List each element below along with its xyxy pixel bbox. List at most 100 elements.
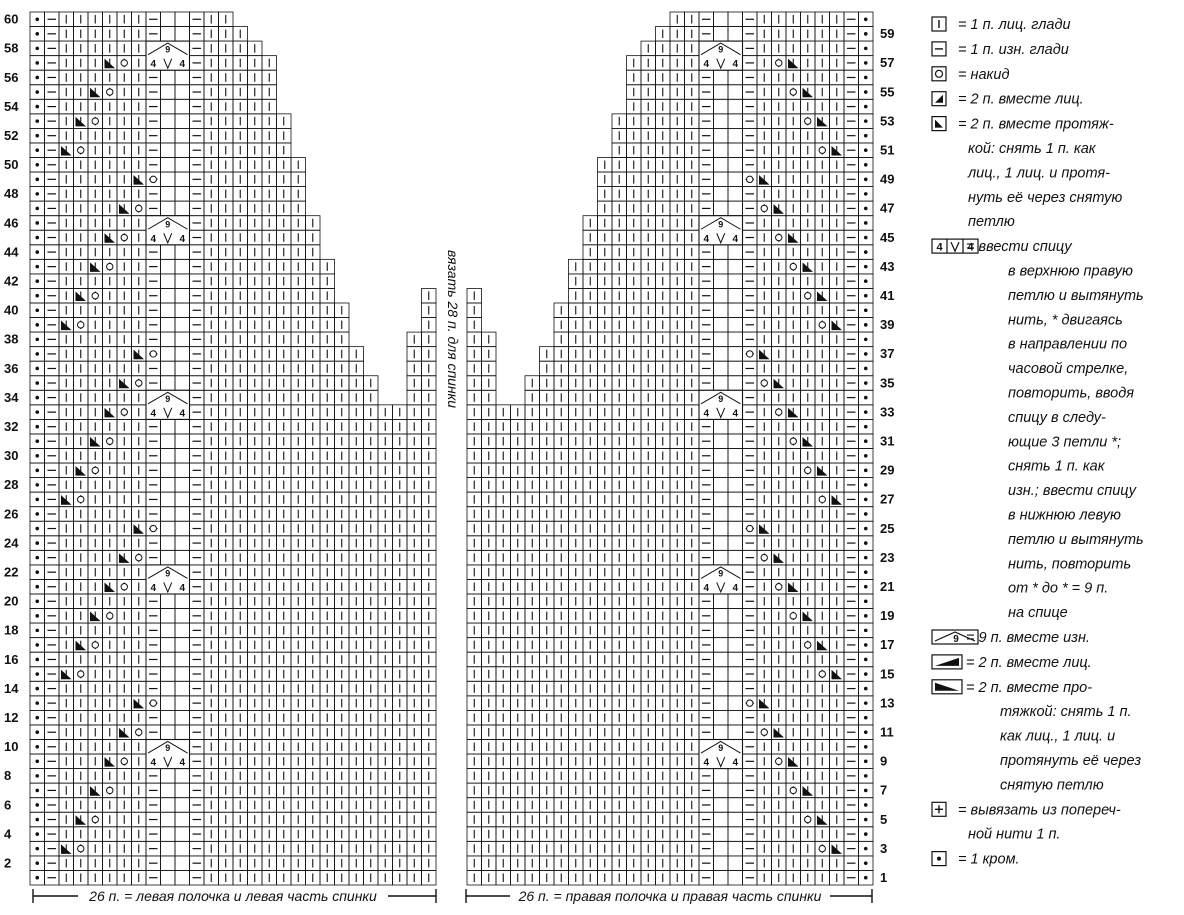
row-number-left: 52 (4, 128, 18, 143)
legend-text: в верхнюю правую (1008, 264, 1133, 280)
row-number-left: 26 (4, 506, 18, 521)
svg-text:4: 4 (179, 583, 185, 594)
row-number-left: 28 (4, 477, 18, 492)
row-numbers-left: 6058565452504846444240383634323028262422… (4, 12, 19, 871)
m1-icon (931, 801, 947, 817)
row-number-right: 47 (880, 201, 894, 216)
legend-text: кой: снять 1 п. как (968, 141, 1097, 157)
row-number-right: 21 (880, 579, 894, 594)
legend-item-knit: = 1 п. лиц. глади (931, 16, 1071, 33)
row-number-left: 46 (4, 215, 18, 230)
row-number-right: 3 (880, 841, 887, 856)
p9tog-icon: 9 (931, 629, 979, 645)
legend-item-ssk-wide: = 2 п. вместе про-тяжкой: снять 1 п.как … (931, 679, 1141, 793)
svg-text:4: 4 (150, 59, 156, 70)
legend-text: = 9 п. вместе изн. (966, 630, 1090, 646)
row-number-left: 14 (4, 681, 19, 696)
legend-item-ssk: = 2 п. вместе протяж-кой: снять 1 п. как… (931, 115, 1122, 230)
k2tog-wide-icon (931, 654, 963, 670)
legend-text: = ввести спицу (966, 239, 1072, 255)
row-number-right: 57 (880, 55, 894, 70)
row-number-right: 1 (880, 870, 887, 885)
svg-text:4: 4 (179, 234, 185, 245)
legend-text: изн.; ввести спицу (1008, 483, 1137, 499)
svg-text:9: 9 (165, 394, 170, 404)
legend-text: = 2 п. вместе протяж- (958, 117, 1114, 133)
row-number-left: 58 (4, 41, 18, 56)
legend-text: повторить, вводя (1008, 386, 1134, 402)
svg-text:9: 9 (165, 568, 170, 578)
row-number-left: 22 (4, 564, 18, 579)
svg-text:9: 9 (165, 219, 170, 229)
legend-text: на спице (1008, 605, 1068, 621)
row-number-right: 33 (880, 404, 894, 419)
row-number-right: 59 (880, 26, 894, 41)
bottom-caption-right: 26 п. = правая полочка и правая часть сп… (518, 888, 822, 904)
row-number-left: 20 (4, 594, 18, 609)
legend-text: снять 1 п. как (1008, 459, 1106, 475)
legend-text: = 1 п. лиц. глади (958, 17, 1071, 33)
legend-text: протянуть её через (1000, 753, 1141, 769)
row-number-right: 41 (880, 288, 894, 303)
row-number-left: 4 (4, 826, 12, 841)
row-number-left: 34 (4, 390, 19, 405)
legend-text: петлю и вытянуть (1008, 288, 1144, 304)
row-number-left: 2 (4, 855, 11, 870)
legend-text: = 2 п. вместе про- (966, 680, 1092, 696)
knit-icon (931, 16, 947, 32)
row-numbers-right: 5957555351494745434139373533312927252321… (880, 26, 894, 885)
row-number-right: 43 (880, 259, 894, 274)
legend-item-yo: = накид (931, 66, 1009, 83)
row-number-left: 42 (4, 273, 18, 288)
row-number-left: 48 (4, 186, 18, 201)
legend-text: часовой стрелке, (1008, 361, 1128, 377)
row-number-right: 11 (880, 725, 894, 740)
legend-text: в нижнюю левую (1008, 508, 1121, 524)
row-number-left: 44 (4, 244, 19, 259)
legend-item-m1: = вывязать из попереч-ной нити 1 п. (931, 801, 1121, 843)
k2tog-icon (931, 91, 947, 107)
row-number-left: 24 (4, 535, 19, 550)
row-number-right: 53 (880, 113, 894, 128)
svg-text:4: 4 (179, 59, 185, 70)
legend-text: ной нити 1 п. (968, 827, 1060, 843)
bottom-caption-left: 26 п. = левая полочка и левая часть спин… (88, 888, 377, 904)
row-number-right: 51 (880, 143, 894, 158)
row-number-left: 50 (4, 157, 18, 172)
svg-text:4: 4 (150, 758, 156, 769)
legend-text: в направлении по (1008, 337, 1127, 353)
legend-text: петлю (968, 214, 1015, 230)
row-number-left: 60 (4, 12, 18, 27)
legend-text: нуть её через снятую (968, 190, 1122, 206)
ssk-icon (931, 115, 947, 132)
row-number-left: 38 (4, 332, 18, 347)
row-number-right: 15 (880, 666, 894, 681)
row-number-right: 31 (880, 434, 894, 449)
svg-text:4: 4 (150, 583, 156, 594)
row-number-right: 35 (880, 375, 894, 390)
ssk-wide-icon (931, 679, 963, 695)
row-number-left: 6 (4, 797, 11, 812)
svg-text:4: 4 (179, 408, 185, 419)
legend-text: = 2 п. вместе лиц. (958, 92, 1084, 108)
legend: = 1 п. лиц. глади= 1 п. изн. глади= наки… (931, 16, 1144, 868)
row-number-left: 54 (4, 99, 19, 114)
row-number-left: 8 (4, 768, 11, 783)
legend-text: лиц., 1 лиц. и протя- (967, 165, 1110, 181)
legend-text: = вывязать из попереч- (958, 802, 1121, 818)
row-number-right: 9 (880, 754, 887, 769)
bottom-captions: 26 п. = левая полочка и левая часть спин… (32, 888, 873, 904)
row-number-left: 56 (4, 70, 18, 85)
svg-text:4: 4 (150, 234, 156, 245)
legend-item-p9tog: 9= 9 п. вместе изн. (931, 629, 1090, 646)
legend-text: нить, * двигаясь (1008, 312, 1123, 328)
legend-text: как лиц., 1 лиц. и (1000, 729, 1115, 745)
yo-icon (931, 66, 947, 82)
row-number-right: 29 (880, 463, 894, 478)
legend-text: спицу в следу- (1008, 410, 1106, 426)
legend-item-selvage: = 1 кром. (931, 850, 1020, 868)
